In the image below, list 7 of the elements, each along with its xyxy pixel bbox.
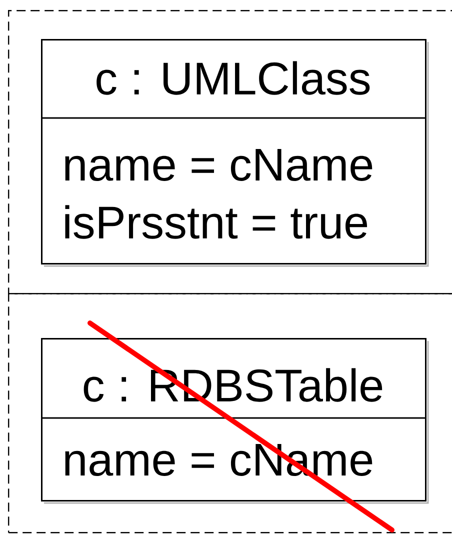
class-box	[41, 338, 429, 504]
class-name: c : UMLClass	[96, 61, 370, 95]
class-box	[41, 39, 429, 267]
dashed-frame	[8, 293, 452, 534]
attribute-text: name = cName	[65, 149, 372, 181]
attribute-text: isPrsstnt = true	[65, 205, 368, 239]
dashed-frame	[8, 10, 452, 294]
